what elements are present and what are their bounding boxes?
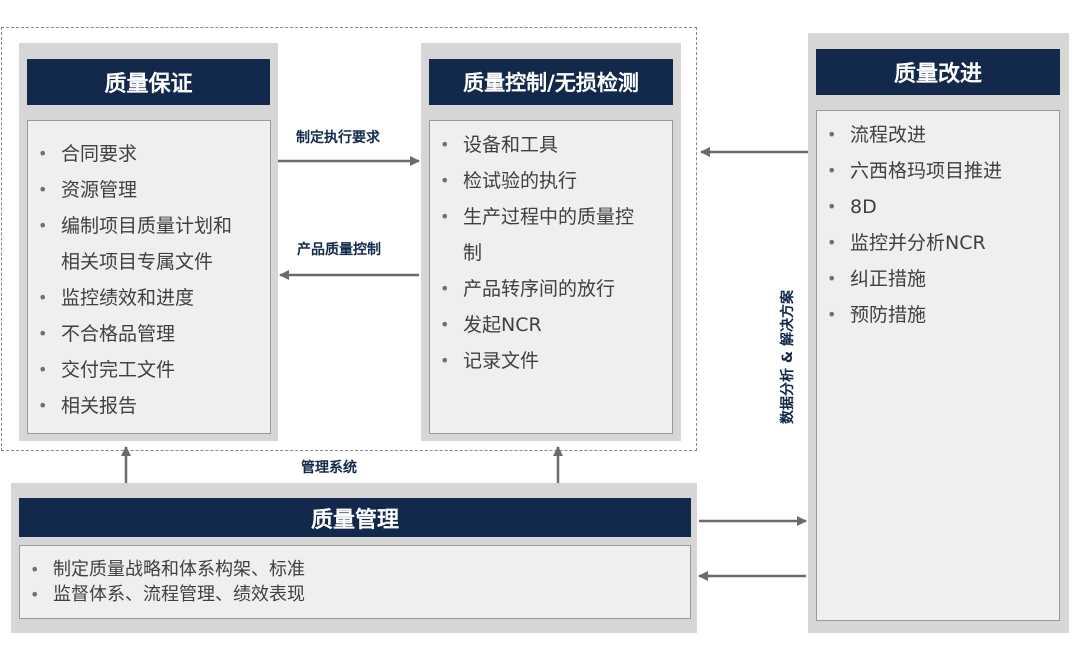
quality-improvement-panel: 质量改进 流程改进 六西格玛项目推进 8D 监控并分析NCR 纠正措施 预防措施 [808, 33, 1069, 633]
list-item: 不合格品管理 [28, 316, 270, 352]
set-requirements-label: 制定执行要求 [296, 130, 380, 146]
list-item: 产品转序间的放行 [430, 271, 672, 307]
list-item: 编制项目质量计划和 [28, 208, 270, 244]
quality-assurance-list: 合同要求 资源管理 编制项目质量计划和 相关项目专属文件 监控绩效和进度 不合格… [28, 136, 270, 424]
product-quality-control-label: 产品质量控制 [297, 242, 381, 258]
quality-control-panel: 质量控制/无损检测 设备和工具 检试验的执行 生产过程中的质量控 制 产品转序间… [421, 43, 681, 441]
list-item: 相关报告 [28, 388, 270, 424]
quality-assurance-panel: 质量保证 合同要求 资源管理 编制项目质量计划和 相关项目专属文件 监控绩效和进… [19, 43, 278, 441]
quality-control-body: 设备和工具 检试验的执行 生产过程中的质量控 制 产品转序间的放行 发起NCR … [429, 120, 673, 434]
list-item: 设备和工具 [430, 127, 672, 163]
list-item: 记录文件 [430, 343, 672, 379]
quality-improvement-title: 质量改进 [816, 49, 1060, 95]
quality-improvement-body: 流程改进 六西格玛项目推进 8D 监控并分析NCR 纠正措施 预防措施 [816, 110, 1060, 621]
quality-improvement-list: 流程改进 六西格玛项目推进 8D 监控并分析NCR 纠正措施 预防措施 [817, 117, 1059, 333]
list-item: 流程改进 [817, 117, 1059, 153]
list-item: 监控并分析NCR [817, 225, 1059, 261]
list-item: 监控绩效和进度 [28, 280, 270, 316]
list-item: 监督体系、流程管理、绩效表现 [20, 582, 690, 607]
quality-management-title: 质量管理 [19, 498, 691, 537]
list-item: 检试验的执行 [430, 163, 672, 199]
list-item: 预防措施 [817, 297, 1059, 333]
list-item: 资源管理 [28, 172, 270, 208]
list-item: 六西格玛项目推进 [817, 153, 1059, 189]
list-item-continuation: 制 [463, 242, 483, 264]
quality-management-panel: 质量管理 制定质量战略和体系构架、标准 监督体系、流程管理、绩效表现 [11, 483, 697, 633]
management-system-label: 管理系统 [301, 460, 357, 476]
quality-assurance-title: 质量保证 [27, 59, 270, 105]
data-analysis-label: 数据分析 & 解决方案 [780, 290, 796, 424]
list-item: 交付完工文件 [28, 352, 270, 388]
list-item: 合同要求 [28, 136, 270, 172]
list-item: 纠正措施 [817, 261, 1059, 297]
quality-control-title: 质量控制/无损检测 [429, 59, 673, 105]
list-item: 制定质量战略和体系构架、标准 [20, 557, 690, 582]
quality-management-list: 制定质量战略和体系构架、标准 监督体系、流程管理、绩效表现 [20, 557, 690, 607]
quality-control-list: 设备和工具 检试验的执行 生产过程中的质量控 制 产品转序间的放行 发起NCR … [430, 127, 672, 379]
list-item-continuation: 相关项目专属文件 [61, 251, 214, 273]
list-item: 生产过程中的质量控 [430, 199, 672, 235]
quality-management-body: 制定质量战略和体系构架、标准 监督体系、流程管理、绩效表现 [19, 545, 691, 619]
quality-assurance-body: 合同要求 资源管理 编制项目质量计划和 相关项目专属文件 监控绩效和进度 不合格… [27, 120, 271, 434]
list-item: 8D [817, 189, 1059, 225]
list-item: 发起NCR [430, 307, 672, 343]
management-system-boundary [1, 27, 697, 451]
